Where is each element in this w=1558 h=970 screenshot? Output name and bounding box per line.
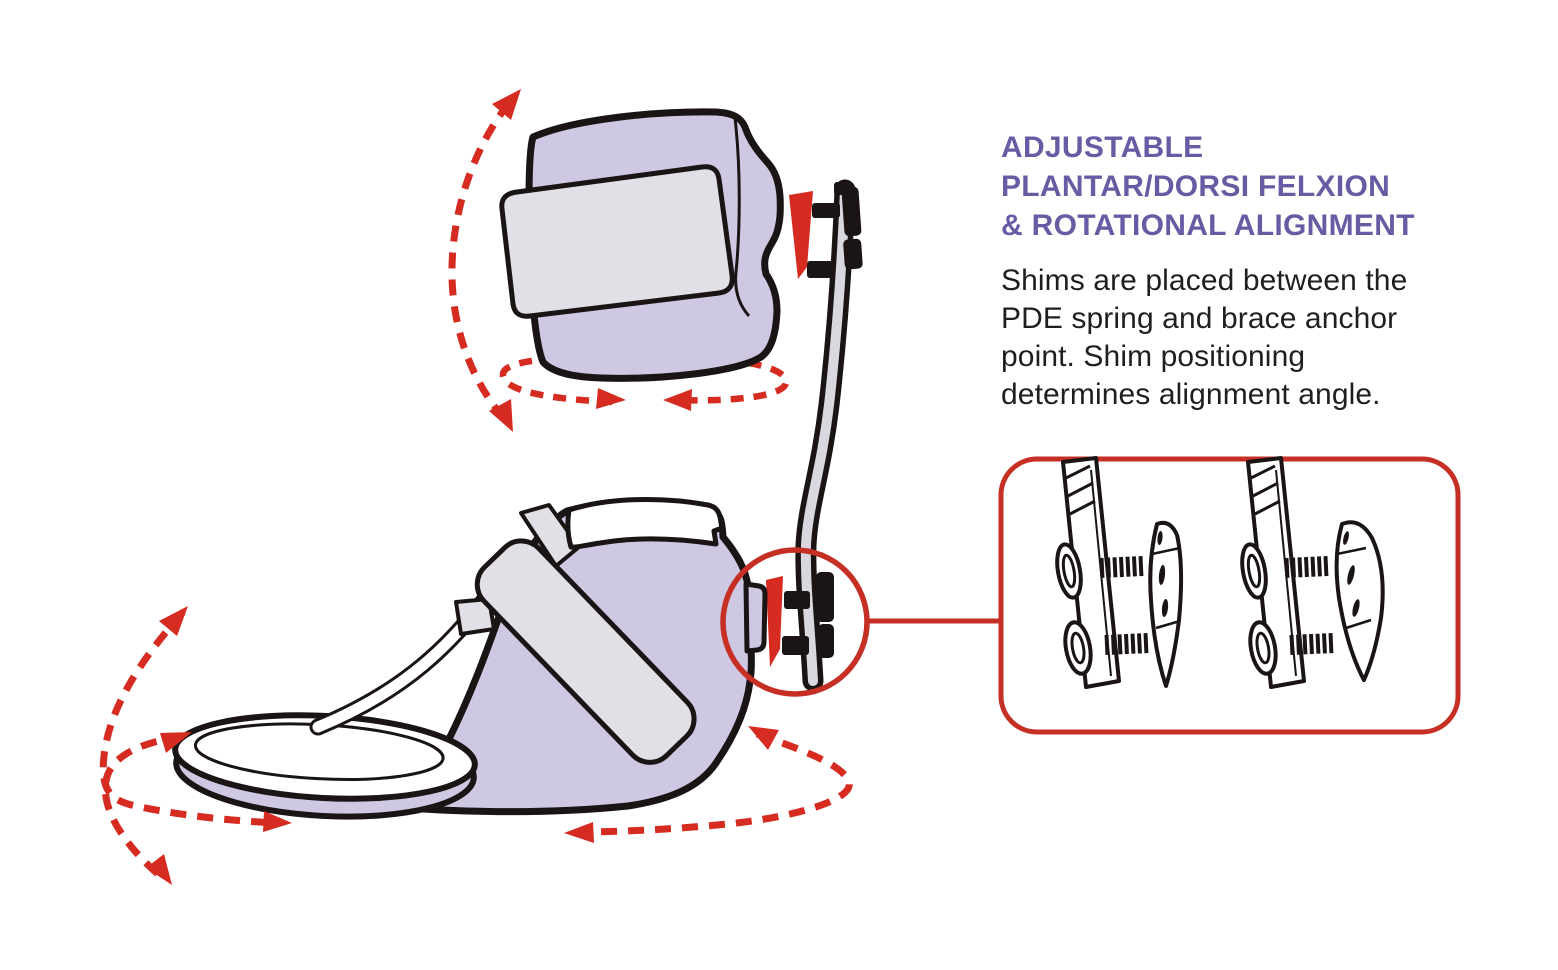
lower-bolt-1 (784, 591, 810, 609)
body-line-3: point. Shim positioning (1001, 340, 1306, 373)
shim-detail-inset (998, 456, 1461, 735)
ankle-strap (474, 538, 697, 765)
lower-shim-wedge (766, 576, 783, 667)
cuff-rotation-arrowheads (596, 388, 692, 411)
calf-cuff-illustration (448, 89, 790, 432)
heel-rotation-arrowheads (564, 726, 779, 843)
upper-shim-wedge (789, 191, 813, 279)
lower-anchor-bracket (782, 572, 834, 658)
cuff-flexion-arrowheads (489, 89, 521, 432)
cuff-flexion-arrow (448, 100, 512, 424)
cuff-seam (733, 117, 751, 318)
foot-flexion-arrows (99, 609, 278, 879)
title-line-1: ADJUSTABLE (1001, 131, 1204, 164)
shim-unit-tilted (1240, 456, 1385, 689)
pde-spring-strut (766, 179, 863, 692)
heel-rotation-arrow (576, 730, 853, 836)
foot-flexion-arrowheads (146, 606, 292, 885)
annotation-block: ADJUSTABLE PLANTAR/DORSI FELXION & ROTAT… (1001, 128, 1481, 414)
upper-anchor-bracket (807, 182, 863, 278)
foot-anchor-tab (743, 581, 768, 654)
lower-bolt-2 (782, 636, 809, 655)
shim-unit-straight (1055, 456, 1184, 689)
body-line-1: Shims are placed between the (1001, 264, 1408, 297)
cuff-strap-pad (499, 164, 735, 319)
shim-callout (720, 547, 1003, 697)
title-line-2: PLANTAR/DORSI FELXION (1001, 170, 1391, 203)
upper-bolt-2 (807, 261, 835, 278)
annotation-title: ADJUSTABLE PLANTAR/DORSI FELXION & ROTAT… (1001, 128, 1481, 245)
foot-section-illustration (99, 497, 853, 885)
title-line-3: & ROTATIONAL ALIGNMENT (1001, 209, 1415, 242)
body-line-4: determines alignment angle. (1001, 378, 1381, 411)
annotation-body: Shims are placed between the PDE spring … (1001, 262, 1481, 414)
collar-band (565, 497, 725, 550)
upper-bolt-1 (812, 203, 840, 218)
body-line-2: PDE spring and brace anchor (1001, 302, 1398, 335)
strap-keeper (454, 597, 496, 636)
